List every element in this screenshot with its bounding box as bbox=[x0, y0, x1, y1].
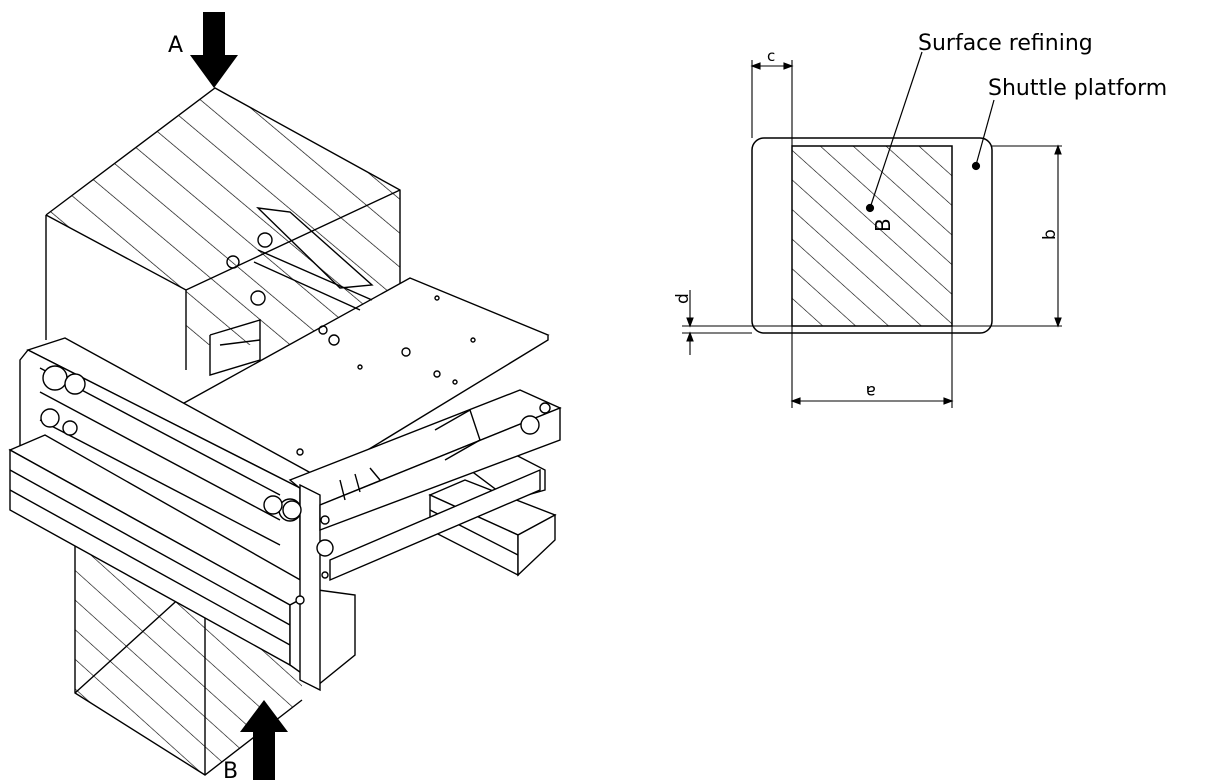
leader-shuttle-platform bbox=[971, 99, 995, 171]
isometric-shuttle-view bbox=[8, 87, 562, 776]
interior-struts bbox=[209, 319, 481, 501]
shuttle-platform-outline bbox=[751, 137, 993, 334]
right-carriage-frame bbox=[282, 389, 562, 692]
center-label-b: B bbox=[871, 218, 895, 232]
arrow-a-label: A bbox=[168, 33, 183, 58]
dimension-c bbox=[750, 60, 794, 146]
surface-refining-area bbox=[791, 145, 953, 327]
dimension-a-label: a bbox=[866, 381, 876, 401]
arrow-b bbox=[240, 700, 288, 780]
dimension-d bbox=[682, 290, 792, 355]
shuttle-platform-label: Shuttle platform bbox=[988, 76, 1167, 101]
dimension-c-label: c bbox=[767, 47, 775, 65]
top-hatched-volume bbox=[45, 87, 401, 370]
dimension-b bbox=[952, 144, 1062, 328]
arrow-b-label: B bbox=[223, 759, 238, 780]
surface-refining-label: Surface refining bbox=[918, 31, 1093, 56]
dimension-d-label: d bbox=[673, 293, 693, 304]
dimension-a bbox=[790, 326, 954, 408]
leader-surface-refining bbox=[865, 51, 923, 213]
arrow-a bbox=[190, 12, 238, 88]
rear-rail bbox=[226, 207, 374, 311]
dimension-b-label: b bbox=[1040, 229, 1060, 240]
plan-view bbox=[682, 51, 1062, 408]
